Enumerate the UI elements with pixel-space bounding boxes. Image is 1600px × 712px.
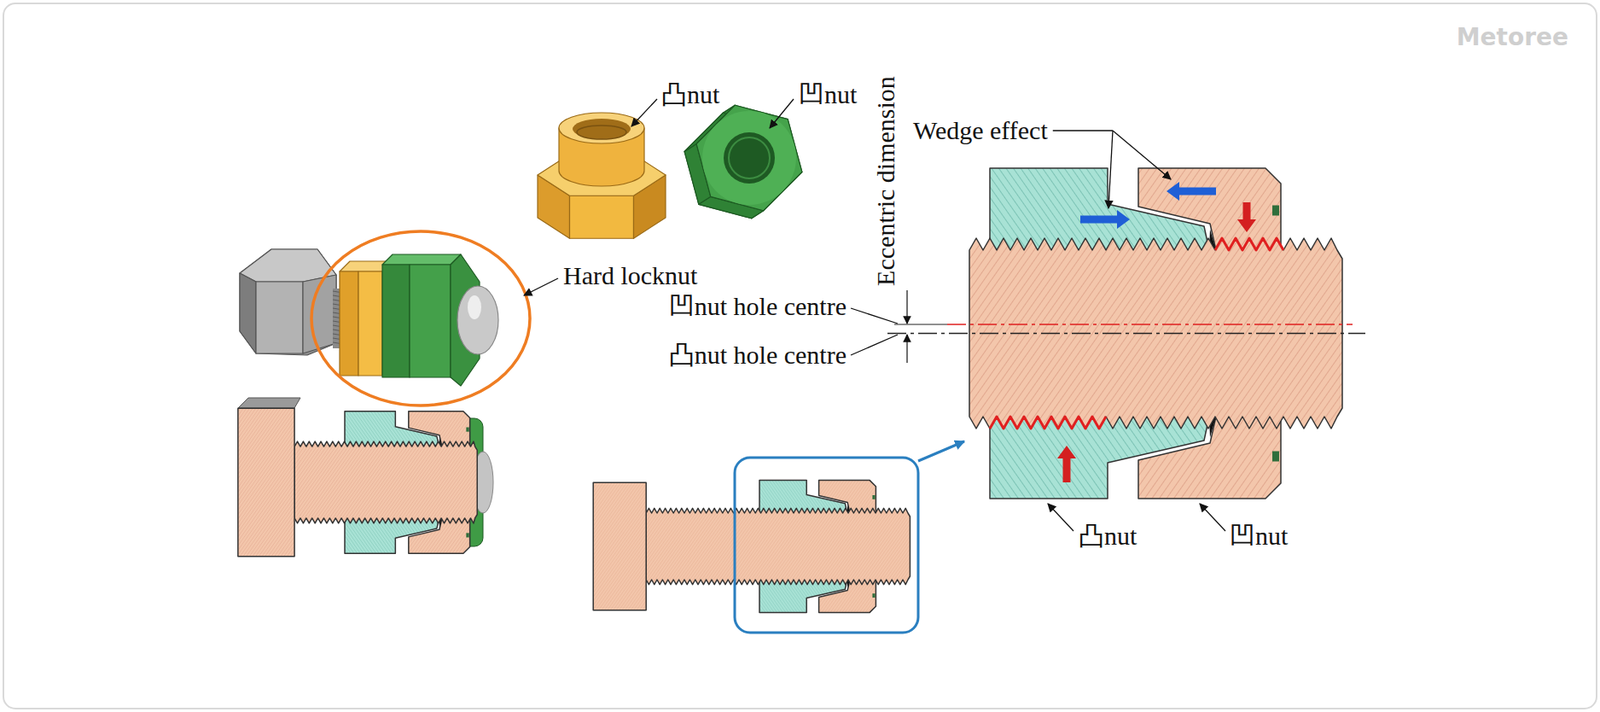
bolt-end-highlight [467,295,482,320]
bolt-head-section [593,482,646,611]
convex-nut-face [358,271,383,376]
leader-line [850,334,898,355]
bolt-head [238,397,301,408]
nut-groove [1272,451,1280,462]
nut-groove [872,494,875,500]
leader-line [769,98,794,128]
leader-line [850,308,898,324]
leader-line [1108,130,1113,209]
nut-groove [465,427,469,432]
bolt-head [239,249,337,355]
wedge-arrow [1166,181,1216,201]
bolt-section [294,441,478,524]
force-arrow [1237,202,1257,233]
watermark: Metoree [1456,23,1569,52]
leader-line [1053,129,1113,131]
nut-groove [465,532,469,537]
contact-line [989,416,1106,429]
centre-label: 凸nut hole centre [669,340,847,371]
effect-label: Wedge effect [913,116,1048,146]
concave-nut-section [1138,416,1281,499]
wedge-arrow [1080,209,1130,229]
convex-nut-collar [558,112,645,144]
centre-label: 凹nut hole centre [669,291,847,322]
bolt-head [239,273,256,354]
part-label: Hard locknut [563,261,698,291]
part-label: 凸nut [661,80,720,111]
concave-nut-section [408,517,471,553]
dimension-arrow [906,334,908,363]
highlight-ellipse [311,231,530,406]
bolt-end [457,285,499,355]
nut-groove [1272,205,1280,216]
nut-groove [872,593,875,598]
dimension-arrow [906,290,908,324]
concave-nut-section [408,411,471,447]
bolt-section [645,507,910,584]
bolt-centre-line [887,332,1366,335]
nut-centre-line [947,323,1353,326]
concave-nut-chamfer [702,110,797,205]
concave-nut-face [696,104,803,211]
zoom-arrow [918,441,965,461]
assembly-section [238,407,478,557]
contact-line [1215,238,1284,251]
convex-nut-hole [572,118,631,140]
bolt-head-section [238,407,295,557]
leader-line [523,278,559,296]
concave-nut-face [382,264,410,378]
concave-nut-hole [723,132,775,184]
leader-line [631,98,658,127]
leader-line [1047,503,1074,531]
bolt-head [256,281,303,354]
convex-nut-face [570,195,635,239]
concave-nut-face [382,254,461,265]
dimension-label: Eccentric dimension [871,75,902,286]
extension-line [894,324,948,326]
leader-line [1199,503,1226,531]
part-label: 凹nut [1229,521,1288,552]
bolt-head [239,249,337,282]
concave-nut-face [409,264,451,378]
frame [3,3,1597,709]
concave-nut-section [1138,168,1281,251]
convex-nut-thread [576,125,627,140]
force-arrow [1057,445,1077,483]
assembly-section [593,480,910,613]
concave-nut-thread [728,137,770,179]
zoom-frame [734,457,919,633]
leader-line [1112,130,1171,180]
convex-nut-face [339,271,359,376]
part-label: 凸nut [1078,521,1137,552]
part-label: 凹nut [798,80,857,111]
